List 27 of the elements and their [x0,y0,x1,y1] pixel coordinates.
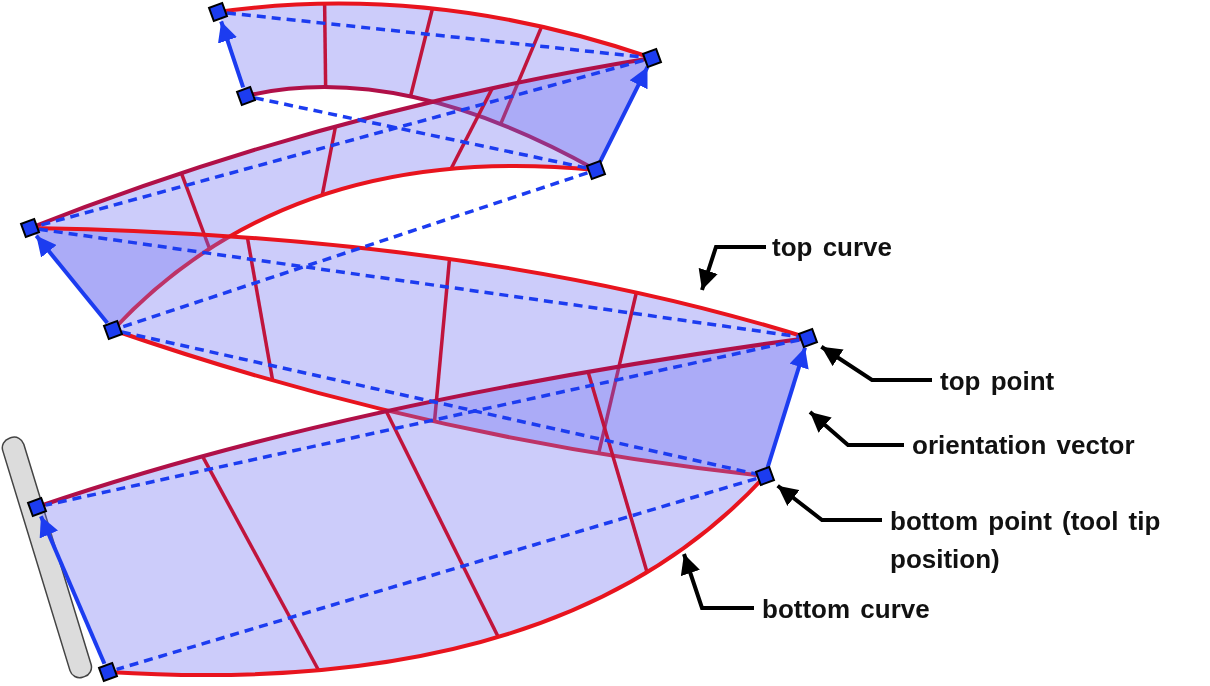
orientation-arrow [218,20,246,89]
orientation-arrow [765,346,809,468]
orientation-arrow [34,234,109,325]
callout-label: top point [940,362,1140,400]
point-marker [102,319,124,341]
leader-line [680,553,754,610]
callout-label: top curve [772,228,972,266]
point-marker [585,159,607,181]
point-marker [797,327,819,349]
leader-line [698,245,766,291]
callout-label: orientation vector [912,426,1210,464]
chord-line [45,338,800,507]
orientation-arrow [598,66,650,163]
leader-line [808,410,904,447]
leader-line [820,345,932,382]
chord-line [121,330,757,476]
orientation-arrow [39,515,107,665]
callout-label: bottom curve [762,590,982,628]
point-marker [26,496,48,518]
point-marker [754,465,776,487]
chord-line [38,227,800,339]
callout-label: bottom point (tool tip position) [890,502,1200,578]
chord-line [254,96,588,170]
chord-line [121,171,588,329]
leader-line [776,484,882,522]
chord-line [116,476,757,672]
chord-line [38,58,644,228]
